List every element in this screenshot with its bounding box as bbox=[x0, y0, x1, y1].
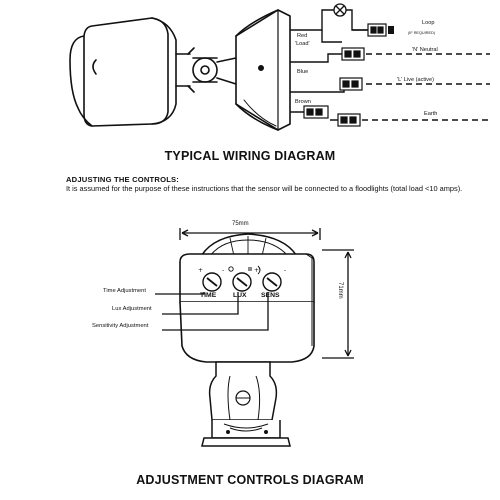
live-label: 'L' Live (active) bbox=[397, 77, 434, 83]
loop-label: Loop bbox=[422, 20, 435, 26]
time-adjustment-label: Time Adjustment bbox=[103, 288, 146, 294]
adjusting-heading: ADJUSTING THE CONTROLS: bbox=[66, 175, 180, 184]
svg-text:-: - bbox=[222, 267, 224, 274]
wire-label-blue: Blue bbox=[297, 69, 309, 75]
controls-diagram-title: ADJUSTMENT CONTROLS DIAGRAM bbox=[136, 473, 364, 487]
svg-text:-: - bbox=[284, 267, 286, 274]
sensitivity-adjustment-label: Sensitivity Adjustment bbox=[92, 323, 149, 329]
mount-base bbox=[211, 420, 281, 439]
sensor-dome bbox=[198, 233, 300, 259]
lamp-symbol bbox=[333, 3, 347, 17]
wire-label-red: Red bbox=[297, 33, 308, 39]
wire-label-brown: Brown bbox=[295, 99, 311, 105]
lux-adjustment-label: Lux Adjustment bbox=[112, 306, 152, 312]
lux-knob-label: LUX bbox=[233, 292, 247, 299]
adjusting-body: It is assumed for the purpose of these i… bbox=[66, 184, 463, 193]
time-knob-label: TIME bbox=[200, 292, 217, 299]
svg-text:+: + bbox=[198, 267, 203, 274]
width-dimension: 75mm bbox=[232, 221, 249, 227]
earth-label: Earth bbox=[424, 111, 438, 117]
wire-label-load: 'Load' bbox=[295, 41, 310, 47]
wiring-diagram-title: TYPICAL WIRING DIAGRAM bbox=[164, 149, 336, 163]
loop-note: (IF REQUIRED) bbox=[408, 31, 435, 35]
lamp-face bbox=[151, 17, 177, 125]
neutral-label: 'N' Neutral bbox=[412, 47, 438, 53]
svg-text:+: + bbox=[254, 267, 259, 274]
lamp-back bbox=[69, 35, 93, 127]
height-dimension: 71mm bbox=[337, 282, 343, 299]
sens-knob-label: SENS bbox=[261, 292, 280, 299]
